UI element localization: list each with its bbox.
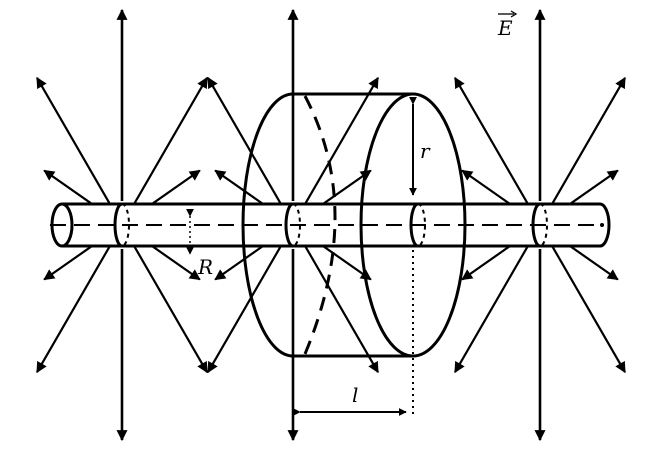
label-l: l bbox=[352, 383, 358, 407]
field-arrow-left-9 bbox=[36, 76, 111, 205]
charged-wire bbox=[50, 202, 611, 248]
field-arrow-left-6 bbox=[36, 245, 111, 374]
dimensions bbox=[186, 96, 417, 418]
field-label: E bbox=[497, 16, 513, 40]
field-arrow-right-4 bbox=[551, 245, 626, 374]
label-R: R bbox=[197, 255, 213, 279]
label-r: r bbox=[420, 139, 431, 163]
labels: E r R l bbox=[197, 10, 518, 407]
field-vector-arrow-icon bbox=[498, 10, 518, 18]
field-arrow-right-1 bbox=[551, 76, 626, 205]
field-lines-right bbox=[454, 8, 626, 442]
field-arrow-middle-9 bbox=[207, 76, 282, 205]
field-arrow-middle-4 bbox=[304, 245, 379, 374]
gaussian-cylinder bbox=[241, 92, 467, 358]
field-arrow-middle-1 bbox=[304, 76, 379, 205]
field-arrow-right-6 bbox=[454, 245, 529, 374]
field-arrow-left-4 bbox=[133, 245, 208, 374]
field-arrow-left-1 bbox=[133, 76, 208, 205]
field-arrow-right-9 bbox=[454, 76, 529, 205]
field-arrow-middle-6 bbox=[207, 245, 282, 374]
